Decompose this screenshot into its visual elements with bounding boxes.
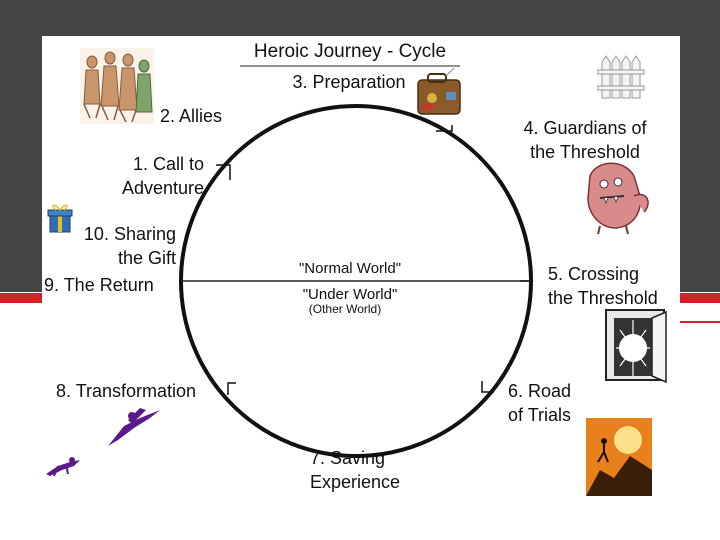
stage-6-label-line2: of Trials bbox=[508, 405, 572, 425]
stage-5-label-line1: 5. Crossing bbox=[548, 264, 640, 284]
other-world-label: (Other World) bbox=[308, 302, 382, 316]
fence-illustration bbox=[597, 55, 645, 99]
accent-bar-right bbox=[680, 293, 720, 303]
stage-6-label-line1: 6. Road bbox=[508, 381, 572, 401]
stage-3-label: 3. Preparation bbox=[292, 72, 406, 92]
stage-10-label-line1: 10. Sharing bbox=[83, 224, 176, 244]
accent-bar-left bbox=[0, 293, 42, 303]
stage-7-label-line1: 7. Saving bbox=[310, 448, 386, 468]
suitcase-illustration bbox=[417, 67, 461, 115]
tick-mark-6 bbox=[481, 381, 494, 393]
transformation-figures-illustration bbox=[46, 408, 160, 477]
allies-illustration bbox=[80, 48, 154, 124]
tick-mark-3 bbox=[436, 125, 453, 132]
tick-mark-1 bbox=[216, 164, 231, 180]
guardian-monster-illustration bbox=[587, 162, 649, 235]
stage-8-label: 8. Transformation bbox=[56, 381, 197, 401]
stage-10-label-line2: the Gift bbox=[117, 248, 176, 268]
stage-7-label-line2: Experience bbox=[310, 472, 401, 492]
stage-4-label-line1: 4. Guardians of bbox=[523, 118, 647, 138]
gift-box-illustration bbox=[47, 204, 73, 233]
stage-1-label-line2: Adventure bbox=[121, 178, 204, 198]
stage-1-label-line1: 1. Call to bbox=[132, 154, 204, 174]
stage-5-label-line2: the Threshold bbox=[548, 288, 658, 308]
climber-sunset-illustration bbox=[586, 418, 652, 496]
under-world-label: "Under World" bbox=[302, 286, 398, 303]
diagram-title: Heroic Journey - Cycle bbox=[253, 41, 447, 62]
tick-mark-8 bbox=[227, 382, 236, 395]
normal-world-label: "Normal World" bbox=[298, 260, 402, 277]
stage-2-label: 2. Allies bbox=[160, 106, 223, 126]
stage-9-label: 9. The Return bbox=[44, 275, 154, 295]
doorway-illustration bbox=[605, 309, 667, 384]
stage-4-label-line2: the Threshold bbox=[530, 142, 640, 162]
accent-line-right bbox=[680, 321, 720, 323]
